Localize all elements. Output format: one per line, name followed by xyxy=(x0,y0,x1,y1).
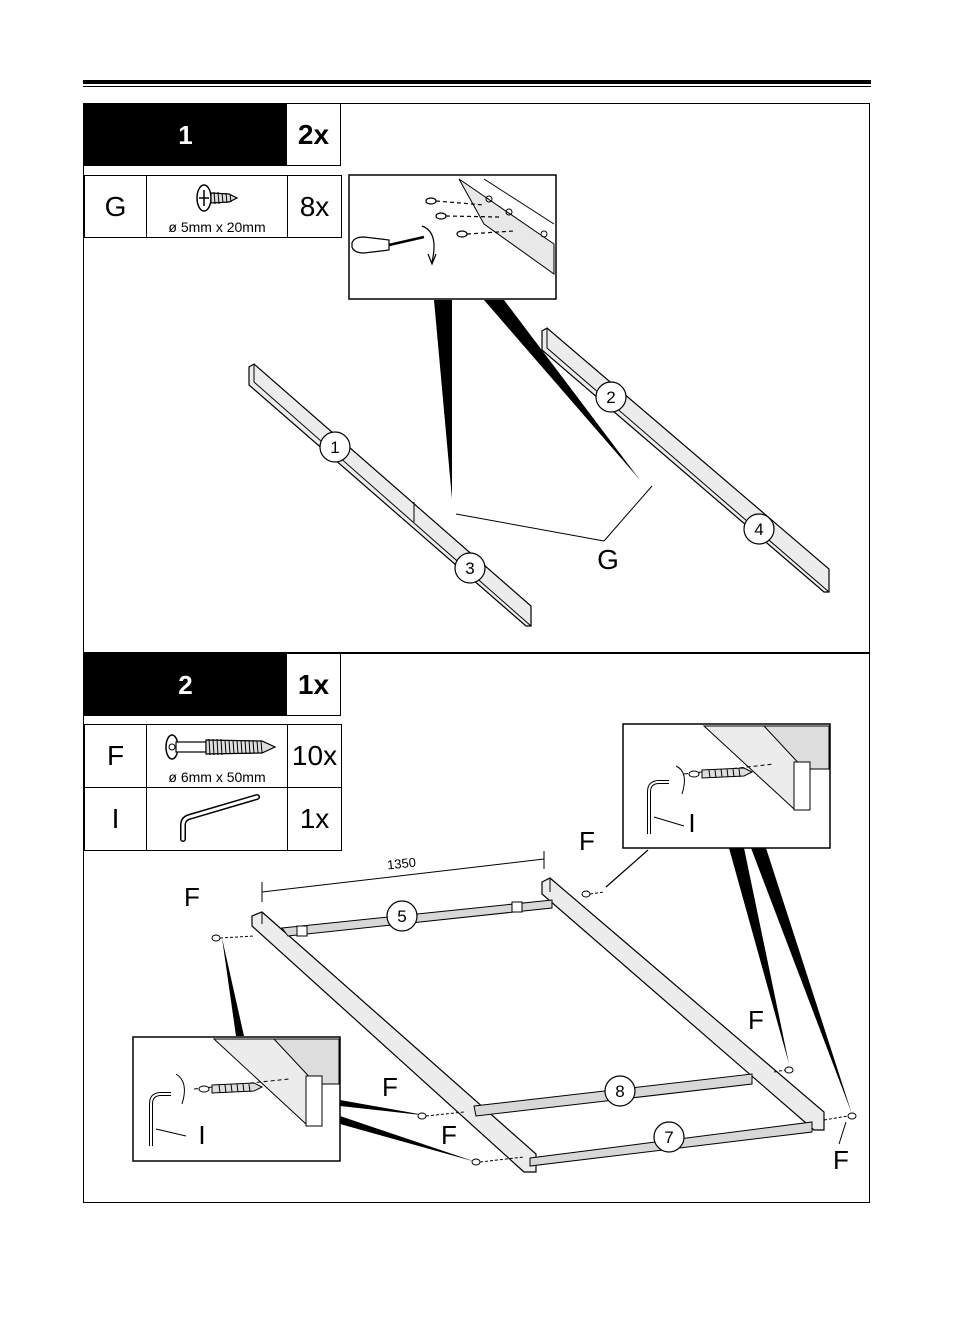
screwdriver-icon xyxy=(351,225,437,266)
part-image-cell: ø 5mm x 20mm xyxy=(146,175,288,238)
screw-f-label: F xyxy=(833,1145,849,1175)
callout-3-circle xyxy=(454,552,486,584)
part-dimension: ø 6mm x 50mm xyxy=(168,769,266,785)
step-1-number: 1 xyxy=(84,104,287,166)
step-1-illustration: 1 2 3 4 G xyxy=(248,174,830,627)
allen-key-label-top: I xyxy=(688,808,695,838)
part-count: 1x xyxy=(287,787,342,851)
pointer-wedge-b1 xyxy=(340,1100,430,1116)
detail-screws xyxy=(425,197,515,238)
dimension-line xyxy=(261,858,545,893)
rail-left xyxy=(248,363,532,627)
part-dimension: ø 5mm x 20mm xyxy=(168,219,266,235)
part-letter: G xyxy=(84,175,147,238)
step-2-panel: 2 1x F ø 6mm x 50mm 10x I xyxy=(83,653,870,1203)
screw-f-label: F xyxy=(579,826,595,856)
screw-f-label: F xyxy=(748,1005,764,1035)
step-2-number: 2 xyxy=(84,654,287,716)
detail-inset-top-content xyxy=(647,725,830,834)
screw-f-icon xyxy=(165,734,277,760)
header-rule-thick xyxy=(83,80,871,84)
step-1-panel: 1 2x G ø 5mm x 20mm 8x xyxy=(83,103,870,653)
leader-line-inset-top xyxy=(605,849,649,888)
allen-key-icon xyxy=(180,794,260,842)
pointer-wedge-bl xyxy=(222,938,244,1036)
step-2-parts-table: F ø 6mm x 50mm 10x I 1x xyxy=(84,724,342,851)
pointer-wedge-right xyxy=(484,300,640,480)
part-letter: F xyxy=(84,724,147,788)
part-count: 10x xyxy=(287,724,342,788)
bracket-icon xyxy=(296,925,308,937)
callout-5-label: 5 xyxy=(397,907,406,926)
part-image-cell: ø 6mm x 50mm xyxy=(146,724,288,788)
step-2-quantity: 1x xyxy=(287,654,341,716)
pointer-wedge-left xyxy=(434,300,452,499)
pointer-wedge-tr2 xyxy=(751,848,852,1114)
callout-8-circle xyxy=(604,1075,636,1107)
callout-8-label: 8 xyxy=(615,1082,624,1101)
detail-inset-bottom-content xyxy=(149,1038,340,1146)
step-1-parts-table: G ø 5mm x 20mm 8x xyxy=(84,175,342,238)
callout-7-label: 7 xyxy=(664,1128,673,1147)
callout-2-circle xyxy=(595,381,627,413)
screw-f-label: F xyxy=(382,1072,398,1102)
rail-right xyxy=(541,327,830,593)
leader-line-f-right xyxy=(838,1121,847,1145)
pointer-wedge-b2 xyxy=(340,1116,476,1162)
allen-key-label-bottom: I xyxy=(198,1120,205,1150)
part-image-cell xyxy=(146,787,288,851)
detail-rail xyxy=(458,178,555,275)
screw-f-label: F xyxy=(184,882,200,912)
callout-7-circle xyxy=(653,1121,685,1153)
part-row-g: G ø 5mm x 20mm 8x xyxy=(84,175,342,238)
callout-2-label: 2 xyxy=(606,388,615,407)
leader-line-g-left xyxy=(455,513,605,542)
callout-1-label: 1 xyxy=(330,438,339,457)
screw-markers xyxy=(211,890,857,1166)
callout-3-label: 3 xyxy=(465,559,474,578)
screw-g-icon xyxy=(196,184,239,212)
dimension-label: 1350 xyxy=(386,855,416,873)
step-1-quantity: 2x xyxy=(287,104,341,166)
part-row-i: I 1x xyxy=(84,787,342,851)
step-2-illustration: I I 1350 xyxy=(132,723,857,1175)
leader-line-g-right xyxy=(603,485,653,542)
part-g-label: G xyxy=(597,544,619,575)
part-count: 8x xyxy=(287,175,342,238)
callout-4-circle xyxy=(743,513,775,545)
part-row-f: F ø 6mm x 50mm 10x xyxy=(84,724,342,788)
bracket-icon xyxy=(511,901,523,913)
screw-f-label: F xyxy=(441,1120,457,1150)
callout-4-label: 4 xyxy=(754,520,763,539)
callout-5-circle xyxy=(386,900,418,932)
header-rule-thin xyxy=(83,86,871,87)
part-letter: I xyxy=(84,787,147,851)
pointer-wedge-tr1 xyxy=(729,848,789,1064)
callout-1-circle xyxy=(319,431,351,463)
